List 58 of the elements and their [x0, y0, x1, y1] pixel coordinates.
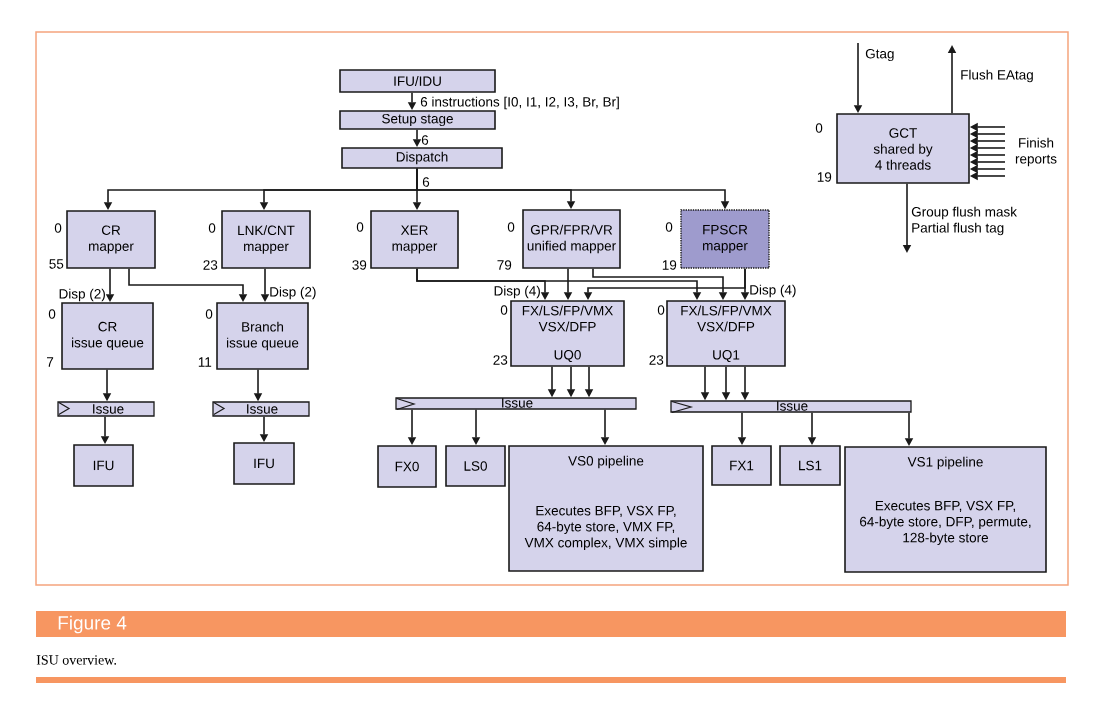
entry-number: 55	[49, 259, 64, 269]
mapper-box: FPSCR mapper	[680, 209, 770, 269]
entry-number: 23	[203, 260, 218, 270]
unit-box: IFU	[73, 444, 134, 487]
stage-box: Dispatch	[341, 147, 503, 169]
entry-number: 0	[356, 222, 364, 232]
entry-number: 0	[665, 222, 673, 232]
mapper-box: LNK/CNT mapper	[221, 210, 311, 269]
entry-number: 0	[208, 223, 216, 233]
entry-number: 0	[54, 223, 62, 233]
caption-text: ISU overview.	[36, 655, 117, 665]
issue-bar: Issue	[57, 401, 155, 417]
stage-box: Setup stage	[339, 110, 496, 130]
edge-label: Disp (2)	[59, 288, 105, 302]
entry-number: 11	[198, 357, 212, 367]
issue-bar: Issue	[395, 397, 637, 410]
issue-queue-box: Branch issue queue	[216, 302, 309, 370]
entry-number: 0	[657, 305, 665, 315]
issue-bar: Issue	[670, 400, 912, 413]
edge-label: 6	[422, 177, 430, 187]
entry-number: 79	[497, 260, 512, 270]
execution-unit-box: LS0	[445, 445, 506, 487]
execution-unit-box: FX1	[711, 445, 772, 486]
edge-label: 6 instructions [I0, I1, I2, I3, Br, Br]	[420, 96, 619, 110]
pipeline-box: VS0 pipeline Executes BFP, VSX FP, 64-byte store, VMX FP, VMX complex, VMX simple	[508, 445, 704, 572]
stage-box: IFU/IDU	[339, 69, 496, 93]
edge-label: Flush EAtag	[961, 69, 1033, 83]
issue-queue-box: CR issue queue	[61, 302, 154, 370]
entry-number: 7	[47, 357, 54, 367]
entry-number: 0	[507, 222, 515, 232]
unit-box: IFU	[233, 442, 295, 485]
mapper-box: CR mapper	[66, 210, 156, 269]
issue-queue-box: FX/LS/FP/VMX VSX/DFP UQ1	[666, 300, 786, 367]
figure-banner: Figure 4	[36, 611, 1066, 637]
entry-number: 23	[649, 355, 664, 365]
mapper-box: XER mapper	[370, 210, 459, 269]
entry-number: 39	[352, 260, 367, 270]
entry-number: 0	[500, 305, 508, 315]
edge-label: 6	[421, 135, 429, 145]
issue-bar: Issue	[212, 401, 310, 417]
edge-label: Group flush mask Partial flush tag	[911, 206, 1017, 236]
pipeline-box: VS1 pipeline Executes BFP, VSX FP, 64-byte store, DFP, permute, 128-byte store	[844, 446, 1047, 573]
edge-label: Finish reports	[1015, 137, 1057, 167]
execution-unit-box: FX0	[377, 445, 437, 488]
mapper-box: GPR/FPR/VR unified mapper	[522, 209, 621, 269]
edge-label: Disp (2)	[270, 286, 316, 300]
edge-label: Gtag	[865, 48, 894, 62]
edge-label: Disp (4)	[494, 285, 540, 299]
entry-number: 0	[205, 309, 213, 319]
entry-number: 0	[48, 309, 56, 319]
entry-number: 23	[493, 355, 508, 365]
issue-queue-box: FX/LS/FP/VMX VSX/DFP UQ0	[510, 300, 625, 367]
entry-number: 19	[662, 260, 677, 270]
entry-number: 0	[815, 123, 823, 133]
edge-label: Disp (4)	[750, 284, 796, 298]
execution-unit-box: LS1	[779, 445, 841, 486]
table-box: GCT shared by 4 threads	[836, 113, 970, 184]
entry-number: 19	[817, 172, 832, 182]
